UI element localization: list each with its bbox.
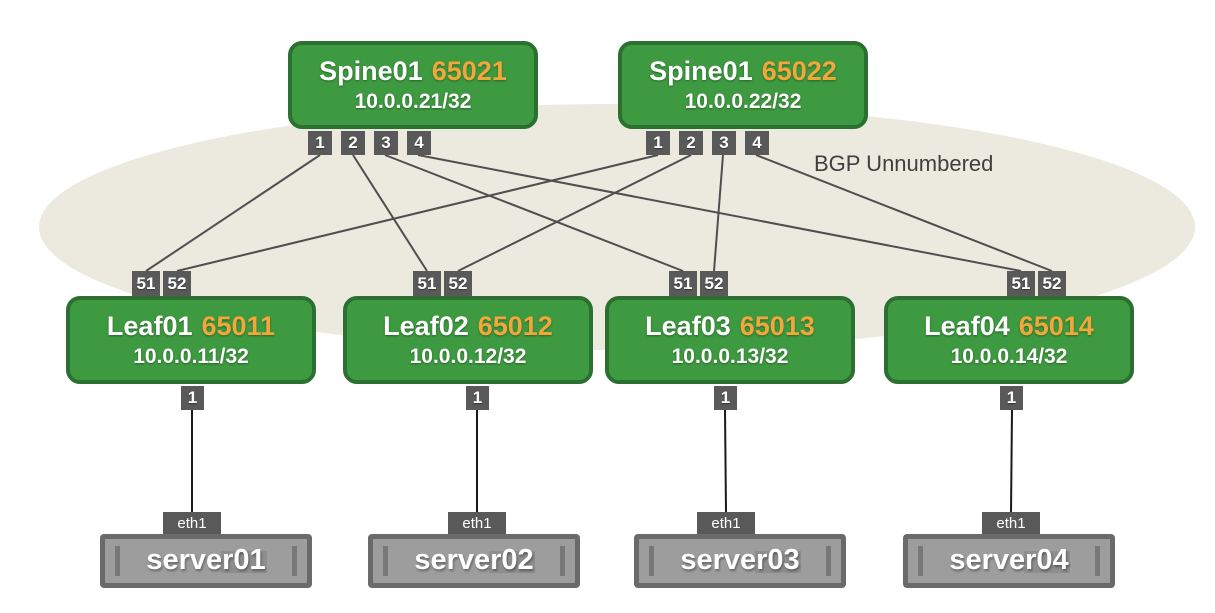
leaf1-uplink-port-row: 51 52 [132,271,191,296]
leaf3-uplink-port-row: 51 52 [669,271,728,296]
server2-hostname: server02 [414,544,534,576]
leaf3-node: Leaf03 65013 10.0.0.13/32 [605,296,855,384]
link-spine2p4-leaf4p52 [755,154,1053,272]
leaf3-hostname: Leaf03 [645,311,731,341]
bgp-unnumbered-label: BGP Unnumbered [814,151,994,176]
server1-left-handle [115,546,120,576]
leaf4-uplink-port-row: 51 52 [1007,271,1066,296]
spine2-port-3: 3 [712,131,736,155]
leaf1-port-51: 51 [132,271,160,296]
server1-eth1-port: eth1 [163,512,221,535]
spine1-port-row: 1 2 3 4 [308,131,431,155]
bgp-unnumbered-ellipse [39,104,1195,350]
server4-drive-slot [1024,551,1070,573]
link-spine2p2-leaf2p52 [457,154,692,272]
server4-eth1-port: eth1 [982,512,1040,535]
server3-hostname: server03 [680,544,800,576]
leaf4-port-1: 1 [1000,386,1023,410]
server2-right-handle [560,546,565,576]
leaf2-hostname: Leaf02 [383,311,469,341]
server4-right-handle [1095,546,1100,576]
link-leaf3-server3 [724,409,727,514]
leaf4-port-52: 52 [1038,271,1066,296]
server4-left-handle [918,546,923,576]
leaf3-port-51: 51 [669,271,697,296]
spine2-loopback-ip: 10.0.0.22/32 [684,90,802,113]
link-spine1p3-leaf3p51 [384,154,684,272]
spine1-hostname: Spine01 [319,56,423,86]
leaf3-asn: 65013 [739,311,815,341]
leaf-server-links [191,409,1013,514]
link-spine2p3-leaf3p52 [713,154,724,272]
spine2-title: Spine01 65022 [622,55,864,87]
server2-eth1-port: eth1 [448,512,506,535]
link-spine2p1-leaf1p52 [176,154,659,272]
link-spine1p2-leaf2p51 [352,154,428,272]
server1-drive-slot [221,551,267,573]
leaf3-port-52: 52 [700,271,728,296]
server3-eth1-port: eth1 [697,512,755,535]
leaf2-loopback-ip: 10.0.0.12/32 [409,345,527,368]
link-spine1p1-leaf1p51 [145,154,321,272]
server3-node: server03 [634,534,846,588]
spine-leaf-links [145,154,1053,272]
leaf1-asn: 65011 [201,311,276,341]
server1-right-handle [292,546,297,576]
leaf3-port-1: 1 [714,386,737,410]
server1-hostname: server01 [146,544,266,576]
server4-hostname: server04 [949,544,1069,576]
leaf1-port-52: 52 [163,271,191,296]
spine1-loopback-ip: 10.0.0.21/32 [354,90,472,113]
spine1-node: Spine01 65021 10.0.0.21/32 [288,41,538,129]
server3-right-handle [826,546,831,576]
leaf1-port-1: 1 [181,386,204,410]
leaf4-node: Leaf04 65014 10.0.0.14/32 [884,296,1134,384]
spine2-port-2: 2 [679,131,703,155]
leaf1-node: Leaf01 65011 10.0.0.11/32 [66,296,316,384]
leaf4-port-51: 51 [1007,271,1035,296]
leaf4-loopback-ip: 10.0.0.14/32 [950,345,1068,368]
link-leaf4-server4 [1010,409,1013,514]
server2-drive-slot [489,551,535,573]
leaf2-uplink-port-row: 51 52 [413,271,472,296]
leaf3-loopback-ip: 10.0.0.13/32 [671,345,789,368]
leaf4-asn: 65014 [1018,311,1094,341]
spine1-port-4: 4 [407,131,431,155]
spine2-node: Spine01 65022 10.0.0.22/32 [618,41,868,129]
spine2-hostname: Spine01 [649,56,753,86]
leaf2-port-1: 1 [466,386,489,410]
leaf4-title: Leaf04 65014 [888,310,1130,342]
leaf2-title: Leaf02 65012 [347,310,589,342]
server1-node: server01 [100,534,312,588]
spine1-port-3: 3 [374,131,398,155]
spine1-asn: 65021 [431,56,507,86]
spine2-port-1: 1 [646,131,670,155]
leaf1-title: Leaf01 65011 [70,310,312,342]
leaf2-port-52: 52 [444,271,472,296]
spine1-port-1: 1 [308,131,332,155]
leaf1-hostname: Leaf01 [106,311,193,341]
leaf1-loopback-ip: 10.0.0.11/32 [133,345,249,368]
server4-node: server04 [903,534,1115,588]
spine1-title: Spine01 65021 [292,55,534,87]
leaf2-node: Leaf02 65012 10.0.0.12/32 [343,296,593,384]
server3-drive-slot [755,551,801,573]
spine2-port-4: 4 [745,131,769,155]
leaf4-hostname: Leaf04 [924,311,1010,341]
server2-node: server02 [368,534,580,588]
spine2-asn: 65022 [761,56,837,86]
server2-left-handle [383,546,388,576]
leaf2-asn: 65012 [477,311,553,341]
server3-left-handle [649,546,654,576]
leaf2-port-51: 51 [413,271,441,296]
leaf3-title: Leaf03 65013 [609,310,851,342]
spine1-port-2: 2 [341,131,365,155]
spine2-port-row: 1 2 3 4 [646,131,769,155]
